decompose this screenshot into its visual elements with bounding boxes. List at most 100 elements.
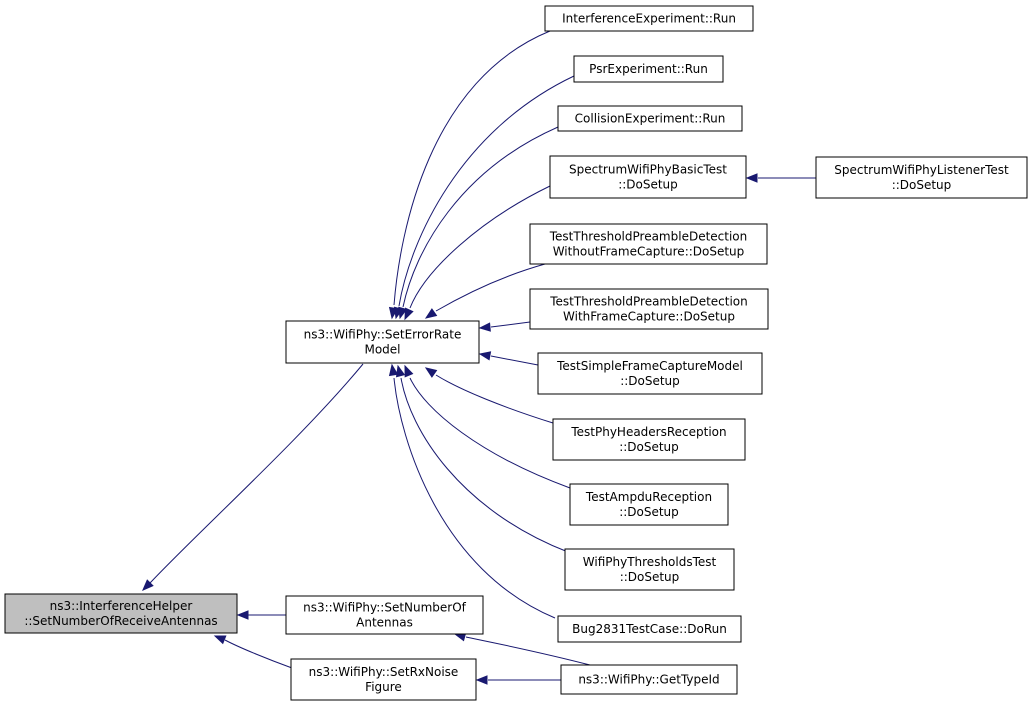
edge-tph-to-ser (424, 367, 554, 424)
node-label: SpectrumWifiPhyListenerTest (834, 163, 1009, 177)
node-label: ::SetNumberOfReceiveAntennas (24, 614, 217, 628)
edge-swl-to-swb (745, 173, 816, 183)
edge-bug-to-ser (388, 363, 556, 619)
node-box[interactable] (552, 418, 746, 461)
node-box[interactable] (537, 352, 763, 395)
node-box[interactable] (557, 105, 743, 132)
node-root[interactable]: ns3::InterferenceHelper::SetNumberOfRece… (4, 593, 238, 634)
node-box[interactable] (529, 288, 769, 330)
node-box[interactable] (529, 223, 768, 265)
arrow-head-icon (398, 306, 408, 320)
node-ttw[interactable]: TestThresholdPreambleDetectionWithoutFra… (529, 223, 768, 265)
arrow-head-icon (478, 351, 492, 361)
edge-wtt-to-ser (395, 364, 569, 553)
edge-gti-to-srx (475, 675, 561, 685)
node-label: ::DoSetup (892, 178, 952, 192)
node-wtt[interactable]: WifiPhyThresholdsTest::DoSetup (564, 548, 735, 591)
node-label: ::DoSetup (619, 440, 679, 454)
arrow-head-icon (404, 364, 414, 378)
node-swl[interactable]: SpectrumWifiPhyListenerTest::DoSetup (815, 156, 1028, 199)
node-bug[interactable]: Bug2831TestCase::DoRun (557, 615, 742, 643)
edge-pe-to-ser (393, 75, 575, 320)
node-ce[interactable]: CollisionExperiment::Run (557, 105, 743, 132)
arrow-head-icon (213, 635, 227, 645)
edge-tsf-to-ser (478, 351, 539, 366)
node-label: TestPhyHeadersReception (570, 425, 726, 439)
arrow-head-icon (404, 307, 414, 321)
node-label: Bug2831TestCase::DoRun (572, 622, 727, 636)
node-label: ns3::WifiPhy::SetRxNoise (309, 665, 459, 679)
edge-line (402, 126, 559, 308)
node-label: TestThresholdPreambleDetection (549, 230, 748, 244)
node-label: ns3::WifiPhy::SetNumberOf (303, 601, 467, 615)
node-ie[interactable]: InterferenceExperiment::Run (544, 5, 754, 32)
node-box[interactable] (557, 615, 742, 643)
edge-ce-to-ser (398, 126, 559, 320)
arrow-head-icon (236, 610, 249, 620)
edge-srx-to-root (213, 635, 293, 669)
edge-gti-to-sna (453, 632, 591, 666)
node-label: ::DoSetup (619, 505, 679, 519)
edge-line (149, 363, 364, 584)
edge-line (435, 263, 546, 312)
arrow-head-icon (395, 364, 406, 378)
arrow-head-icon (424, 308, 438, 319)
node-box[interactable] (285, 595, 484, 635)
node-label: TestAmpduReception (585, 490, 712, 504)
node-pe[interactable]: PsrExperiment::Run (573, 55, 724, 83)
node-label: PsrExperiment::Run (589, 62, 708, 76)
arrow-head-icon (745, 173, 758, 183)
edge-line (409, 377, 571, 489)
node-label: ns3::InterferenceHelper (50, 599, 193, 613)
node-box[interactable] (564, 548, 735, 591)
node-label: ns3::WifiPhy::GetTypeId (578, 673, 719, 687)
node-label: Figure (365, 680, 402, 694)
arrow-head-icon (478, 322, 491, 332)
node-label: WithoutFrameCapture::DoSetup (553, 245, 745, 259)
edge-sna-to-root (236, 610, 286, 620)
node-label: TestThresholdPreambleDetection (549, 295, 748, 309)
arrow-head-icon (475, 675, 488, 685)
edge-line (435, 374, 554, 424)
edge-line (393, 377, 556, 619)
arrow-head-icon (388, 363, 399, 377)
node-box[interactable] (285, 320, 480, 364)
node-box[interactable] (4, 593, 238, 634)
node-label: ::DoSetup (620, 374, 680, 388)
node-tph[interactable]: TestPhyHeadersReception::DoSetup (552, 418, 746, 461)
edges-layer (142, 30, 816, 685)
edge-ttf-to-ser (478, 321, 531, 332)
node-tar[interactable]: TestAmpduReception::DoSetup (569, 483, 729, 526)
edge-line (465, 636, 591, 666)
edge-tar-to-ser (404, 364, 571, 489)
node-label: WithFrameCapture::DoSetup (563, 310, 735, 324)
edge-ie-to-ser (388, 30, 551, 320)
node-box[interactable] (815, 156, 1028, 199)
node-box[interactable] (560, 664, 738, 695)
node-box[interactable] (544, 5, 754, 32)
node-box[interactable] (573, 55, 724, 83)
node-gti[interactable]: ns3::WifiPhy::GetTypeId (560, 664, 738, 695)
node-label: ::DoSetup (618, 178, 678, 192)
node-label: SpectrumWifiPhyBasicTest (569, 163, 727, 177)
edge-line (490, 355, 539, 366)
node-label: ::DoSetup (620, 570, 680, 584)
node-box[interactable] (569, 483, 729, 526)
node-label: Antennas (356, 616, 413, 630)
node-ttf[interactable]: TestThresholdPreambleDetectionWithFrameC… (529, 288, 769, 330)
edge-swb-to-ser (404, 185, 551, 321)
node-label: TestSimpleFrameCaptureModel (556, 359, 743, 373)
edge-line (409, 185, 551, 309)
edge-ser-to-root (142, 363, 364, 591)
node-box[interactable] (549, 155, 747, 199)
edge-line (224, 639, 293, 669)
node-tsf[interactable]: TestSimpleFrameCaptureModel::DoSetup (537, 352, 763, 395)
node-label: CollisionExperiment::Run (575, 112, 726, 126)
node-swb[interactable]: SpectrumWifiPhyBasicTest::DoSetup (549, 155, 747, 199)
node-box[interactable] (290, 658, 477, 701)
edge-line (400, 377, 569, 553)
